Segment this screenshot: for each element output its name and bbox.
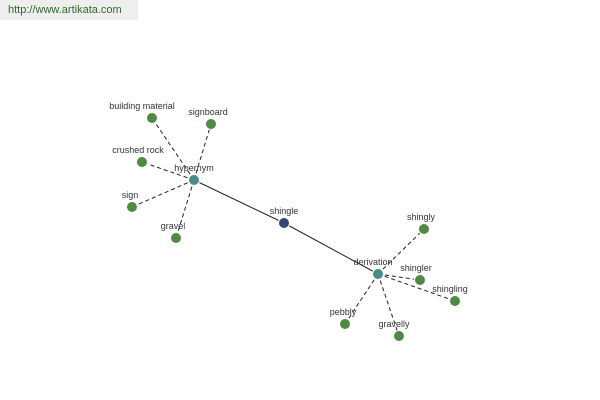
edge-derivation-to-shingler: [377, 273, 421, 281]
watermark-url[interactable]: http://www.artikata.com: [0, 0, 138, 20]
node-building-material[interactable]: building material: [109, 101, 175, 124]
leaf-node-circle[interactable]: [126, 201, 138, 213]
edge-hypernym-to-gravel: [175, 179, 195, 239]
node-label-crushed-rock[interactable]: crushed rock: [112, 145, 164, 155]
node-gravel[interactable]: gravel: [161, 221, 186, 244]
node-hypernym[interactable]: hypernym: [174, 163, 214, 186]
leaf-node-circle[interactable]: [170, 232, 182, 244]
edge-derivation-to-shingle: [283, 222, 379, 275]
node-label-gravelly[interactable]: gravelly: [378, 319, 410, 329]
edge-hypernym-to-shingle: [193, 179, 285, 224]
leaf-node-circle[interactable]: [393, 330, 405, 342]
node-label-sign[interactable]: sign: [122, 190, 139, 200]
edges-layer: [131, 117, 456, 337]
leaf-node-circle[interactable]: [146, 112, 158, 124]
edge-hypernym-to-building-material: [151, 117, 195, 181]
node-label-gravel[interactable]: gravel: [161, 221, 186, 231]
node-label-pebbly[interactable]: pebbly: [330, 307, 357, 317]
node-label-shingly[interactable]: shingly: [407, 212, 436, 222]
edge-hypernym-to-sign: [131, 179, 195, 208]
edge-derivation-to-pebbly: [344, 273, 379, 325]
node-label-signboard[interactable]: signboard: [188, 107, 228, 117]
leaf-node-circle[interactable]: [136, 156, 148, 168]
node-sign[interactable]: sign: [122, 190, 139, 213]
leaf-node-circle[interactable]: [418, 223, 430, 235]
leaf-node-circle[interactable]: [449, 295, 461, 307]
edge-derivation-to-shingly: [377, 228, 425, 275]
node-derivation[interactable]: derivation: [353, 257, 393, 280]
node-label-shingle[interactable]: shingle: [270, 206, 299, 216]
node-shingler[interactable]: shingler: [400, 263, 432, 286]
hub-node-circle[interactable]: [372, 268, 384, 280]
center-node-circle[interactable]: [278, 217, 290, 229]
edge-derivation-to-gravelly: [377, 273, 400, 337]
leaf-node-circle[interactable]: [339, 318, 351, 330]
hub-node-circle[interactable]: [188, 174, 200, 186]
node-label-building-material[interactable]: building material: [109, 101, 175, 111]
node-shingle[interactable]: shingle: [270, 206, 299, 229]
leaf-node-circle[interactable]: [414, 274, 426, 286]
node-label-shingling[interactable]: shingling: [432, 284, 468, 294]
node-label-shingler[interactable]: shingler: [400, 263, 432, 273]
node-gravelly[interactable]: gravelly: [378, 319, 410, 342]
edge-hypernym-to-signboard: [193, 123, 212, 181]
node-shingly[interactable]: shingly: [407, 212, 436, 235]
leaf-node-circle[interactable]: [205, 118, 217, 130]
node-label-hypernym[interactable]: hypernym: [174, 163, 214, 173]
nodes-layer: building material signboard crushed rock si…: [109, 101, 468, 342]
node-label-derivation[interactable]: derivation: [353, 257, 392, 267]
edge-hypernym-to-crushed-rock: [141, 161, 195, 181]
node-shingling[interactable]: shingling: [432, 284, 468, 307]
node-crushed-rock[interactable]: crushed rock: [112, 145, 164, 168]
node-pebbly[interactable]: pebbly: [330, 307, 357, 330]
node-signboard[interactable]: signboard: [188, 107, 228, 130]
